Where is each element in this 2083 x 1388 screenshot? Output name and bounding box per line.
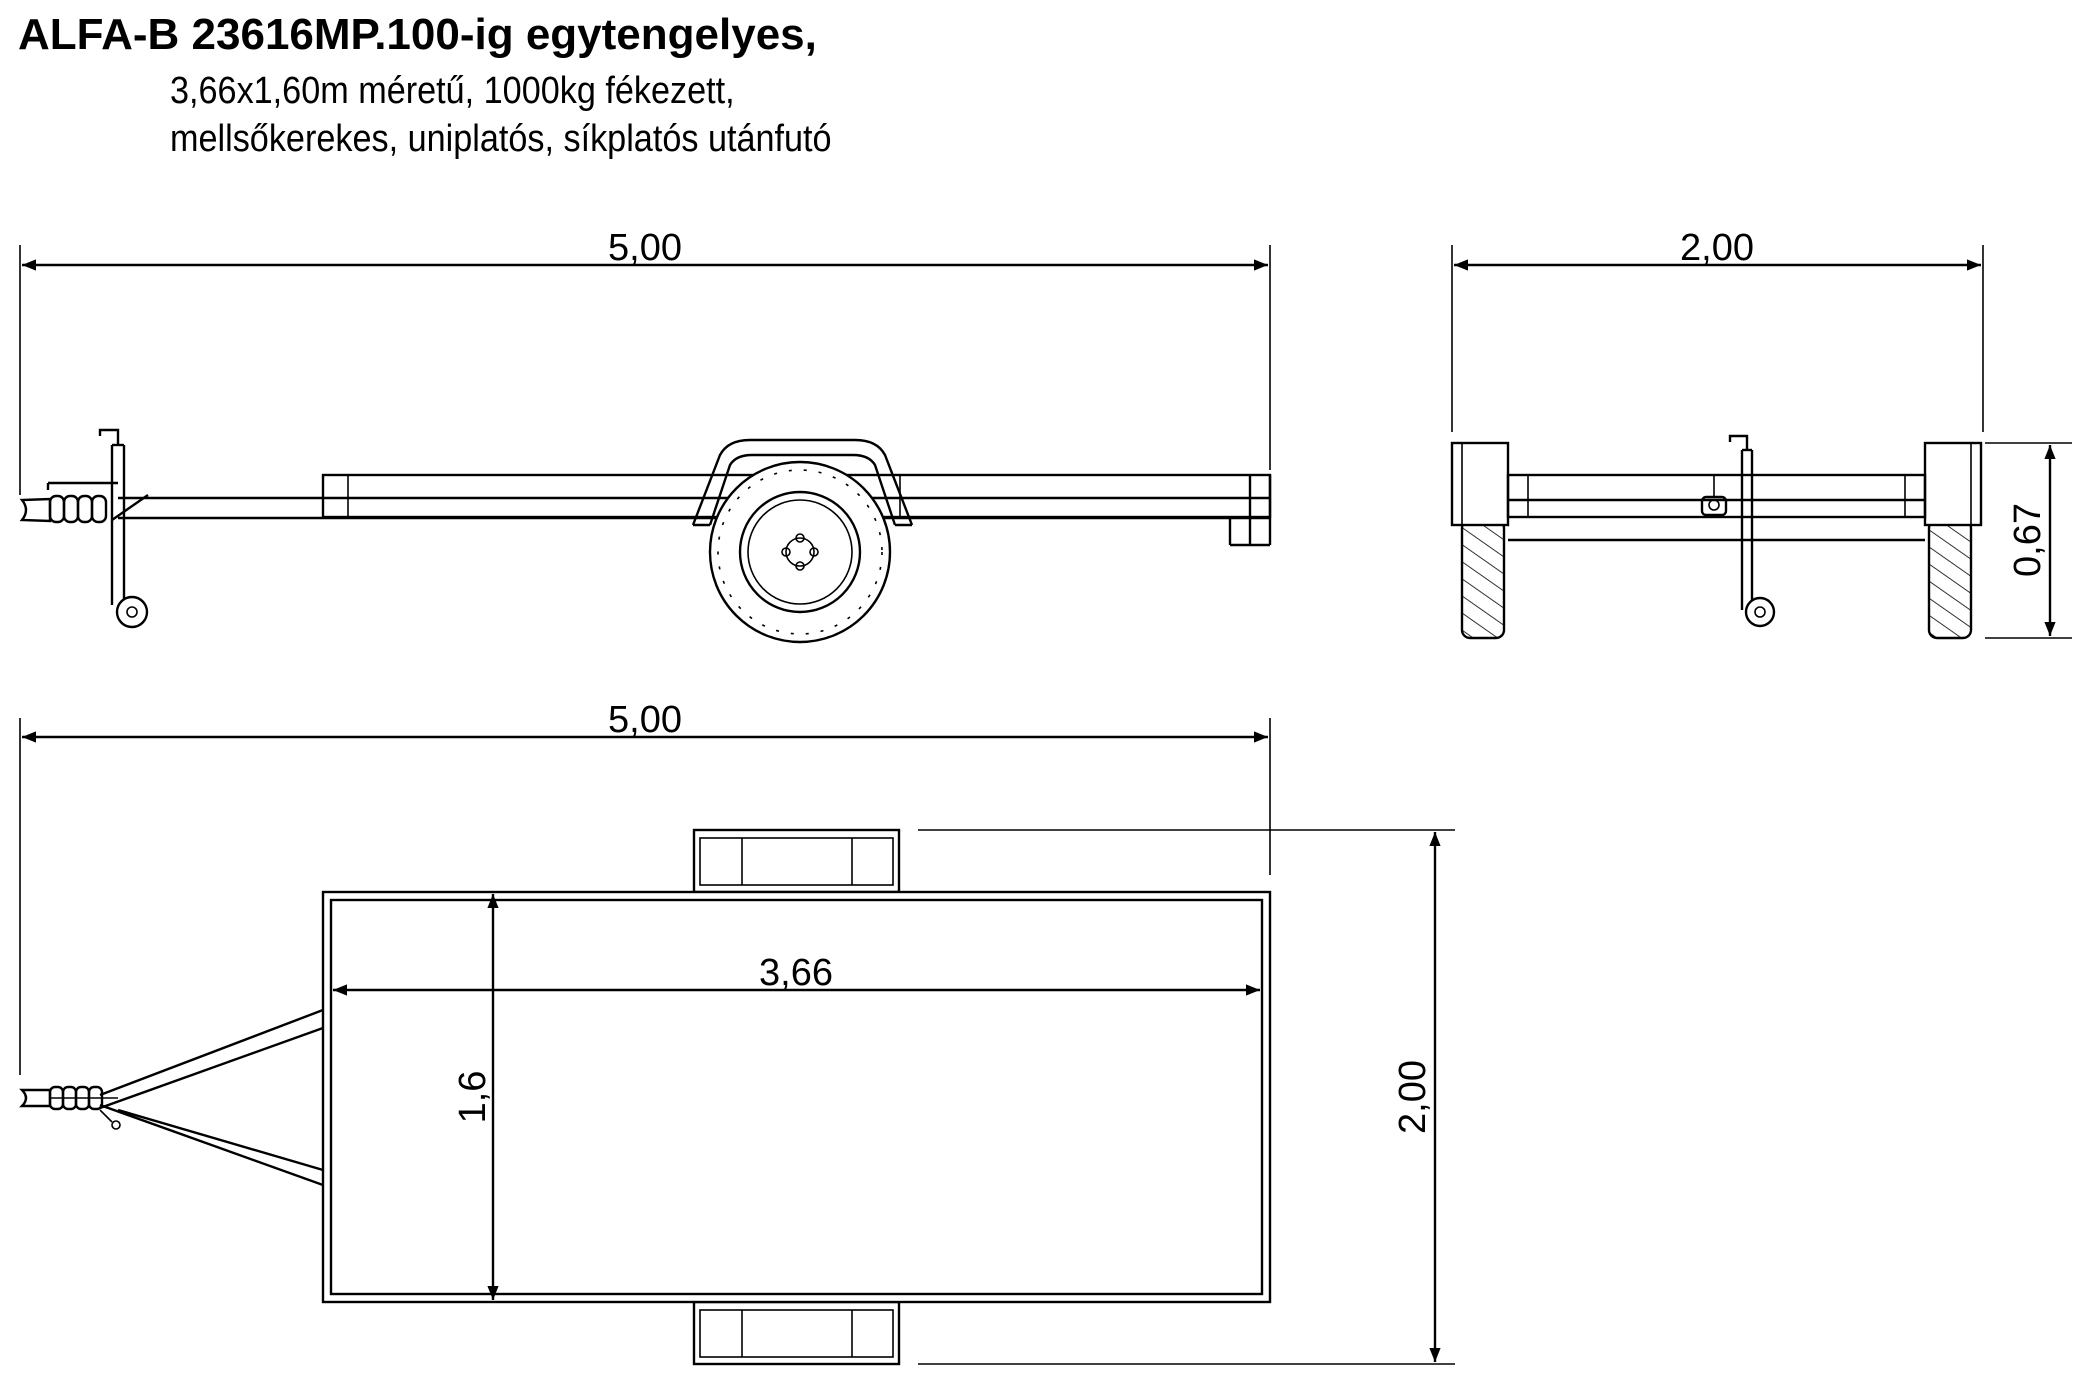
top-lower-wheel <box>692 1300 901 1366</box>
drawing-subtitle-line-1: 3,66x1,60m méretű, 1000kg fékezett, <box>170 70 735 112</box>
side-length-dimension: 5,00 <box>19 227 1271 495</box>
platform-length-label: 3,66 <box>759 952 833 994</box>
top-view: 5,00 <box>19 699 1455 1366</box>
front-left-wheel <box>1450 441 1510 640</box>
front-frame <box>1506 473 1927 542</box>
side-chassis <box>118 473 1272 547</box>
top-upper-wheel <box>692 828 901 894</box>
top-length-dimension: 5,00 <box>19 699 1271 1075</box>
top-coupling-head <box>19 1085 121 1130</box>
front-height-dimension: 0,67 <box>1985 442 2072 639</box>
front-view: 2,00 0,67 <box>1450 227 2072 640</box>
drawing-title: ALFA-B 23616MP.100-ig egytengelyes, <box>18 10 817 59</box>
side-jockey-wheel <box>98 428 149 629</box>
drawing-subtitle-line-2: mellsőkerekes, uniplatós, síkplatós után… <box>170 118 832 160</box>
top-platform <box>321 890 1272 1304</box>
top-length-label: 5,00 <box>608 699 682 741</box>
overall-width-label: 2,00 <box>1392 1060 1434 1134</box>
top-drawbar <box>99 1008 324 1187</box>
overall-width-dimension: 2,00 <box>918 829 1455 1365</box>
platform-width-dimension: 1,6 <box>452 894 499 1300</box>
front-width-label: 2,00 <box>1680 227 1754 269</box>
front-jockey-wheel <box>1700 434 1776 628</box>
front-right-wheel <box>1923 441 1983 640</box>
front-width-dimension: 2,00 <box>1451 227 1984 432</box>
side-wheel <box>691 438 914 644</box>
side-view: 5,00 <box>19 227 1272 644</box>
side-coupling-head <box>19 481 118 524</box>
platform-width-label: 1,6 <box>452 1071 494 1124</box>
front-height-label: 0,67 <box>2007 503 2049 577</box>
side-length-label: 5,00 <box>608 227 682 269</box>
